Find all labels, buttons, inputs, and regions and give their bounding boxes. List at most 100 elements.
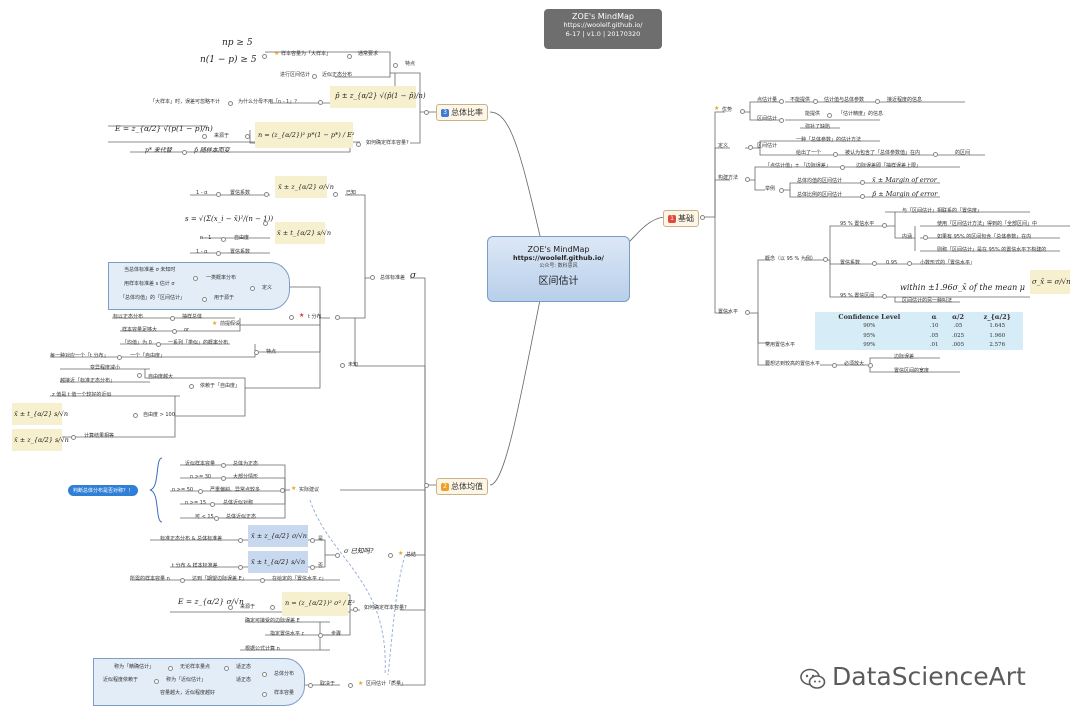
title-card-url[interactable]: https://woolelf.github.io/ xyxy=(563,21,643,29)
collapse-toggle[interactable] xyxy=(245,134,250,139)
collapse-toggle[interactable] xyxy=(216,251,221,256)
collapse-toggle[interactable] xyxy=(198,489,203,494)
collapse-toggle[interactable] xyxy=(827,113,832,118)
collapse-toggle[interactable] xyxy=(347,54,352,59)
collapse-toggle[interactable] xyxy=(202,297,207,302)
can-provide-label: 能提供 xyxy=(805,111,821,117)
collapse-toggle[interactable] xyxy=(370,275,375,280)
collapse-toggle[interactable] xyxy=(860,194,865,199)
collapse-toggle[interactable] xyxy=(250,286,255,291)
collapse-toggle[interactable] xyxy=(202,134,207,139)
collapse-toggle[interactable] xyxy=(813,99,818,104)
mean-moe-formula: x̄ ± Margin of error xyxy=(872,176,937,184)
collapse-toggle[interactable] xyxy=(318,100,323,105)
collapse-toggle[interactable] xyxy=(748,145,753,150)
collapse-toggle[interactable] xyxy=(882,223,887,228)
collapse-toggle[interactable] xyxy=(310,565,315,570)
collapse-toggle[interactable] xyxy=(779,188,784,193)
collapse-toggle[interactable] xyxy=(335,553,340,558)
collapse-toggle[interactable] xyxy=(71,435,76,440)
collapse-toggle[interactable] xyxy=(740,109,745,114)
collapse-toggle[interactable] xyxy=(264,192,269,197)
collapse-toggle[interactable] xyxy=(270,605,275,610)
central-topic[interactable]: ZOE's MindMap https://woolelf.github.io/… xyxy=(487,236,630,302)
collapse-toggle[interactable] xyxy=(779,118,784,123)
collapse-toggle[interactable] xyxy=(424,483,429,488)
collapse-toggle[interactable] xyxy=(907,261,912,266)
collapse-toggle[interactable] xyxy=(340,363,345,368)
collapse-toggle[interactable] xyxy=(224,666,229,671)
collapse-toggle[interactable] xyxy=(745,310,750,315)
collapse-toggle[interactable] xyxy=(262,54,267,59)
collapse-toggle[interactable] xyxy=(823,257,828,262)
collapse-toggle[interactable] xyxy=(393,63,398,68)
collapse-toggle[interactable] xyxy=(318,633,323,638)
collapse-toggle[interactable] xyxy=(254,350,259,355)
collapse-toggle[interactable] xyxy=(312,74,317,79)
collapse-toggle[interactable] xyxy=(388,553,393,558)
collapse-toggle[interactable] xyxy=(193,276,198,281)
symmetry-question-pill[interactable]: 判断总体分布是否对称？！ xyxy=(68,485,139,496)
collapse-toggle[interactable] xyxy=(189,384,194,389)
collapse-toggle[interactable] xyxy=(860,180,865,185)
collapse-toggle[interactable] xyxy=(289,315,294,320)
collapse-toggle[interactable] xyxy=(260,578,265,583)
collapse-toggle[interactable] xyxy=(216,192,221,197)
steps-label: 步骤 xyxy=(331,631,342,637)
collapse-toggle[interactable] xyxy=(154,679,159,684)
collapse-toggle[interactable] xyxy=(882,294,887,299)
collapse-toggle[interactable] xyxy=(700,215,705,220)
collapse-toggle[interactable] xyxy=(238,538,243,543)
collapse-toggle[interactable] xyxy=(832,363,837,368)
collapse-toggle[interactable] xyxy=(933,152,938,157)
pop-normal-label: 总体为正态 xyxy=(233,461,259,467)
collapse-toggle[interactable] xyxy=(262,692,267,697)
common-levels-label: 常用置信水平 xyxy=(765,342,796,348)
collapse-toggle[interactable] xyxy=(308,683,313,688)
collapse-toggle[interactable] xyxy=(875,99,880,104)
collapse-toggle[interactable] xyxy=(333,192,338,197)
collapse-toggle[interactable] xyxy=(335,315,340,320)
collapse-toggle[interactable] xyxy=(221,237,226,242)
collapse-toggle[interactable] xyxy=(221,463,226,468)
collapse-toggle[interactable] xyxy=(263,221,268,226)
ci95-label: 95 % 置信水平 xyxy=(840,221,875,227)
collapse-toggle[interactable] xyxy=(356,142,361,147)
collapse-toggle[interactable] xyxy=(170,316,175,321)
collapse-toggle[interactable] xyxy=(214,516,219,521)
ci-width-label: 置信区间的宽度 xyxy=(894,368,930,374)
collapse-toggle[interactable] xyxy=(137,373,142,378)
one-minus-alpha-label: 1 - α xyxy=(196,190,208,196)
collapse-toggle[interactable] xyxy=(353,607,358,612)
compensates-label: 弥补了缺陷 xyxy=(805,124,831,130)
header-cell: Confidence Level xyxy=(838,312,901,321)
collapse-toggle[interactable] xyxy=(872,261,877,266)
collapse-toggle[interactable] xyxy=(228,101,233,106)
collapse-toggle[interactable] xyxy=(133,413,138,418)
collapse-toggle[interactable] xyxy=(156,342,161,347)
collapse-toggle[interactable] xyxy=(262,672,267,677)
collapse-toggle[interactable] xyxy=(280,488,285,493)
collapse-toggle[interactable] xyxy=(238,565,243,570)
collapse-toggle[interactable] xyxy=(310,538,315,543)
collapse-toggle[interactable] xyxy=(221,476,226,481)
collapse-toggle[interactable] xyxy=(833,152,838,157)
collapse-toggle[interactable] xyxy=(923,235,928,240)
collapse-toggle[interactable] xyxy=(840,165,845,170)
formula-box-pbar xyxy=(330,86,416,108)
collapse-toggle[interactable] xyxy=(180,578,185,583)
collapse-toggle[interactable] xyxy=(182,150,187,155)
collapse-toggle[interactable] xyxy=(172,329,177,334)
collapse-toggle[interactable] xyxy=(424,110,429,115)
collapse-toggle[interactable] xyxy=(210,502,215,507)
collapse-toggle[interactable] xyxy=(745,177,750,182)
collapse-toggle[interactable] xyxy=(779,99,784,104)
collapse-toggle[interactable] xyxy=(117,355,122,360)
collapse-toggle[interactable] xyxy=(168,666,173,671)
collapse-toggle[interactable] xyxy=(868,363,873,368)
collapse-toggle[interactable] xyxy=(228,605,233,610)
collapse-toggle[interactable] xyxy=(348,683,353,688)
